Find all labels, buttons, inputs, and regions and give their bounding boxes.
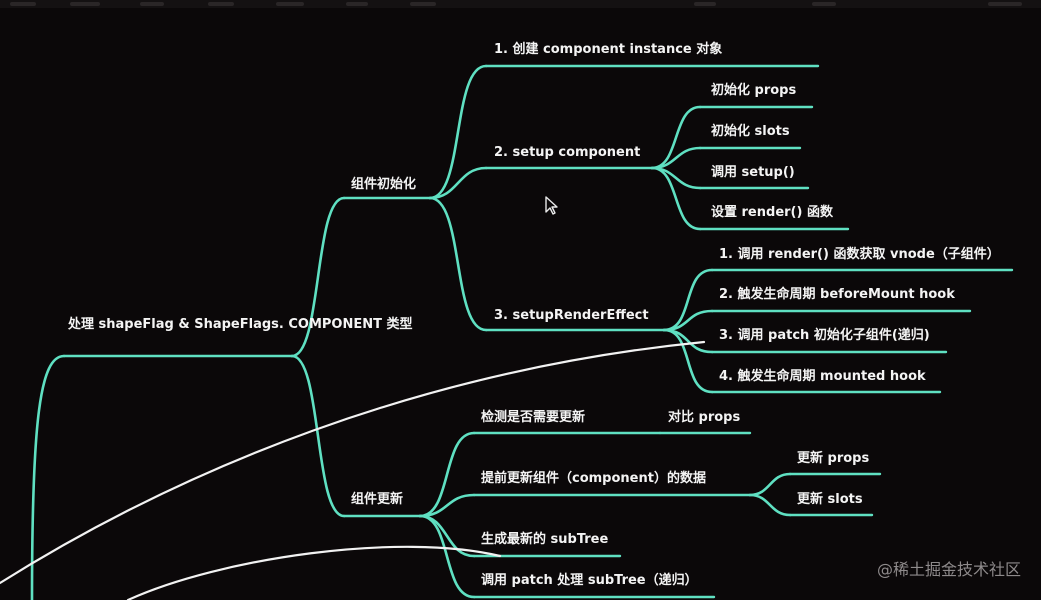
connector-init-create — [428, 64, 488, 200]
toolbar-item[interactable] — [276, 2, 304, 6]
node-check-update[interactable]: 检测是否需要更新 — [481, 410, 586, 425]
node-effect-step-2[interactable]: 2. 触发生命周期 beforeMount hook — [719, 287, 955, 302]
root-stem — [30, 354, 66, 600]
connector-effect-3 — [662, 328, 714, 354]
node-setup-render-effect[interactable]: 3. setupRenderEffect — [494, 308, 649, 323]
node-compare-props[interactable]: 对比 props — [668, 410, 741, 425]
connector-root-init — [290, 196, 346, 358]
node-generate-subtree[interactable]: 生成最新的 subTree — [481, 532, 609, 547]
node-init-props[interactable]: 初始化 props — [711, 83, 797, 98]
toolbar-item[interactable] — [988, 2, 1022, 6]
connector-update-patch — [418, 514, 476, 599]
connector-update-check — [418, 431, 476, 518]
toolbar-item[interactable] — [812, 2, 836, 6]
node-update-slots[interactable]: 更新 slots — [797, 492, 863, 507]
toolbar-item[interactable] — [694, 2, 716, 6]
node-patch-subtree[interactable]: 调用 patch 处理 subTree（递归） — [481, 573, 698, 588]
arrow-cursor-icon — [545, 196, 558, 215]
node-update-props[interactable]: 更新 props — [797, 451, 870, 466]
node-component-update[interactable]: 组件更新 — [351, 492, 404, 507]
node-set-render[interactable]: 设置 render() 函数 — [711, 205, 833, 220]
node-call-setup[interactable]: 调用 setup() — [711, 165, 795, 180]
toolbar-item[interactable] — [10, 2, 36, 6]
node-setup-component[interactable]: 2. setup component — [494, 145, 641, 160]
toolbar-item[interactable] — [346, 2, 368, 6]
connector-pre-props — [748, 472, 792, 497]
annotation-stroke-lower — [126, 545, 502, 600]
connector-init-effect — [428, 196, 488, 332]
node-create-instance[interactable]: 1. 创建 component instance 对象 — [494, 42, 723, 57]
connector-pre-slots — [748, 493, 792, 517]
node-pre-update-data[interactable]: 提前更新组件（component）的数据 — [481, 471, 706, 486]
connector-root-update — [290, 354, 346, 518]
node-effect-step-3[interactable]: 3. 调用 patch 初始化子组件(递归) — [719, 328, 930, 343]
root-node-line2: COMPONENT 类型 — [288, 317, 413, 332]
node-component-init[interactable]: 组件初始化 — [351, 177, 417, 192]
watermark-text: @稀土掘金技术社区 — [876, 560, 1021, 579]
node-effect-step-1[interactable]: 1. 调用 render() 函数获取 vnode（子组件） — [719, 247, 1000, 262]
toolbar-item[interactable] — [70, 2, 100, 6]
toolbar-item[interactable] — [140, 2, 164, 6]
node-effect-step-4[interactable]: 4. 触发生命周期 mounted hook — [719, 369, 926, 384]
root-node[interactable]: 处理 shapeFlag & ShapeFlags. COMPONENT 类型 — [68, 316, 413, 334]
connector-effect-1 — [662, 268, 714, 332]
node-init-slots[interactable]: 初始化 slots — [711, 124, 790, 139]
connector-update-pre — [418, 493, 476, 518]
connector-init-setup — [428, 166, 488, 200]
toolbar-item[interactable] — [410, 2, 436, 6]
top-toolbar-strip — [0, 0, 1041, 8]
connector-setup-render — [650, 166, 702, 231]
annotation-stroke-upper — [0, 340, 706, 585]
root-node-line1: 处理 shapeFlag & ShapeFlags. — [68, 317, 284, 332]
connector-effect-4 — [662, 328, 714, 394]
toolbar-item[interactable] — [208, 2, 234, 6]
